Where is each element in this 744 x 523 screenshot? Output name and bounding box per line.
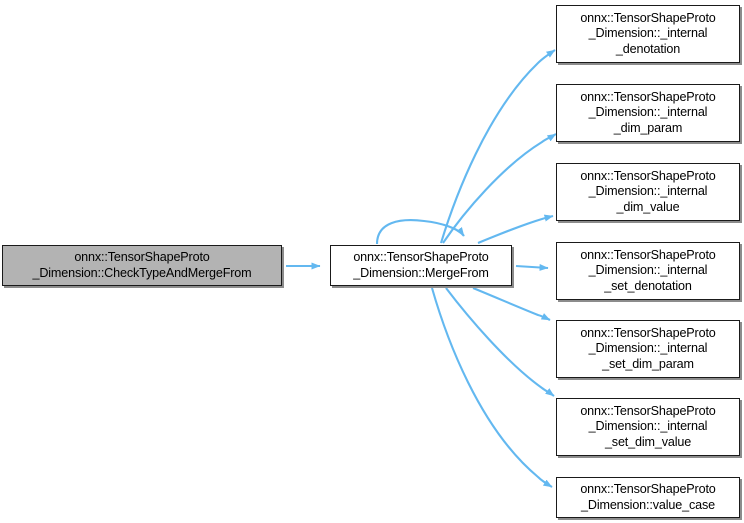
node-label: onnx::TensorShapeProto _Dimension::_inte… xyxy=(580,168,716,214)
edge-merge-from-to-internal-denotation xyxy=(439,49,556,244)
node-check-type-and-merge-from[interactable]: onnx::TensorShapeProto _Dimension::Check… xyxy=(2,245,282,286)
node-label: onnx::TensorShapeProto _Dimension::Merge… xyxy=(353,250,489,280)
node-internal-denotation[interactable]: onnx::TensorShapeProto _Dimension::_inte… xyxy=(556,5,740,63)
edge-merge-from-to-internal-dim-value xyxy=(477,214,554,244)
edge-merge-from-to-internal-dim-param xyxy=(442,133,557,244)
edge-merge-from-to-internal-set-denotation xyxy=(515,263,549,271)
node-label: onnx::TensorShapeProto _Dimension::value… xyxy=(580,482,716,512)
node-label: onnx::TensorShapeProto _Dimension::Check… xyxy=(32,250,252,280)
node-label: onnx::TensorShapeProto _Dimension::_inte… xyxy=(580,89,716,135)
edge-merge-from-to-value-case xyxy=(430,287,553,488)
edge-merge-from-to-internal-set-dim-param xyxy=(472,287,551,321)
node-internal-set-dim-value[interactable]: onnx::TensorShapeProto _Dimension::_inte… xyxy=(556,398,740,456)
edge-merge-from-to-internal-set-dim-value xyxy=(445,287,555,397)
node-label: onnx::TensorShapeProto _Dimension::_inte… xyxy=(580,10,716,56)
node-internal-dim-value[interactable]: onnx::TensorShapeProto _Dimension::_inte… xyxy=(556,163,740,221)
edge-merge-from-self-loop xyxy=(375,219,465,245)
node-label: onnx::TensorShapeProto _Dimension::_inte… xyxy=(580,403,716,449)
node-internal-dim-param[interactable]: onnx::TensorShapeProto _Dimension::_inte… xyxy=(556,84,740,142)
node-value-case[interactable]: onnx::TensorShapeProto _Dimension::value… xyxy=(556,477,740,518)
node-label: onnx::TensorShapeProto _Dimension::_inte… xyxy=(580,247,716,293)
node-internal-set-denotation[interactable]: onnx::TensorShapeProto _Dimension::_inte… xyxy=(556,242,740,300)
node-internal-set-dim-param[interactable]: onnx::TensorShapeProto _Dimension::_inte… xyxy=(556,320,740,378)
node-label: onnx::TensorShapeProto _Dimension::_inte… xyxy=(580,325,716,371)
node-merge-from[interactable]: onnx::TensorShapeProto _Dimension::Merge… xyxy=(330,245,512,286)
